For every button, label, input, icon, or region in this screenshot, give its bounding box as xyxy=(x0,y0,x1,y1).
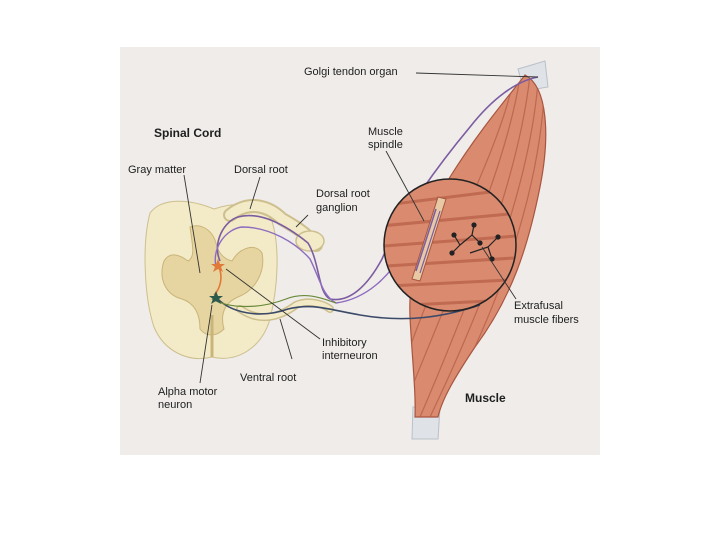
reflex-arc-figure: Golgi tendon organ Spinal Cord Muscle sp… xyxy=(120,47,600,455)
dorsal-root-label: Dorsal root xyxy=(234,164,288,177)
inhibitory-interneuron-label-2: interneuron xyxy=(322,350,378,363)
golgi-tendon-organ-label: Golgi tendon organ xyxy=(304,66,398,79)
alpha-motor-neuron-label-1: Alpha motor xyxy=(158,386,217,399)
extrafusal-label-2: muscle fibers xyxy=(514,314,579,327)
muscle-spindle-label-2: spindle xyxy=(368,139,403,152)
ventral-root-label: Ventral root xyxy=(240,372,296,385)
inhibitory-interneuron-label-1: Inhibitory xyxy=(322,337,367,350)
muscle-spindle-label-1: Muscle xyxy=(368,126,403,139)
gray-matter-label: Gray matter xyxy=(128,164,186,177)
dorsal-root-ganglion-label-2: ganglion xyxy=(316,202,358,215)
spinal-cord-label: Spinal Cord xyxy=(154,127,221,140)
muscle-label: Muscle xyxy=(465,392,506,405)
dorsal-root-ganglion-label-1: Dorsal root xyxy=(316,188,370,201)
spinal-cord-section xyxy=(145,201,277,358)
alpha-motor-neuron-label-2: neuron xyxy=(158,399,192,412)
extrafusal-label-1: Extrafusal xyxy=(514,300,563,313)
